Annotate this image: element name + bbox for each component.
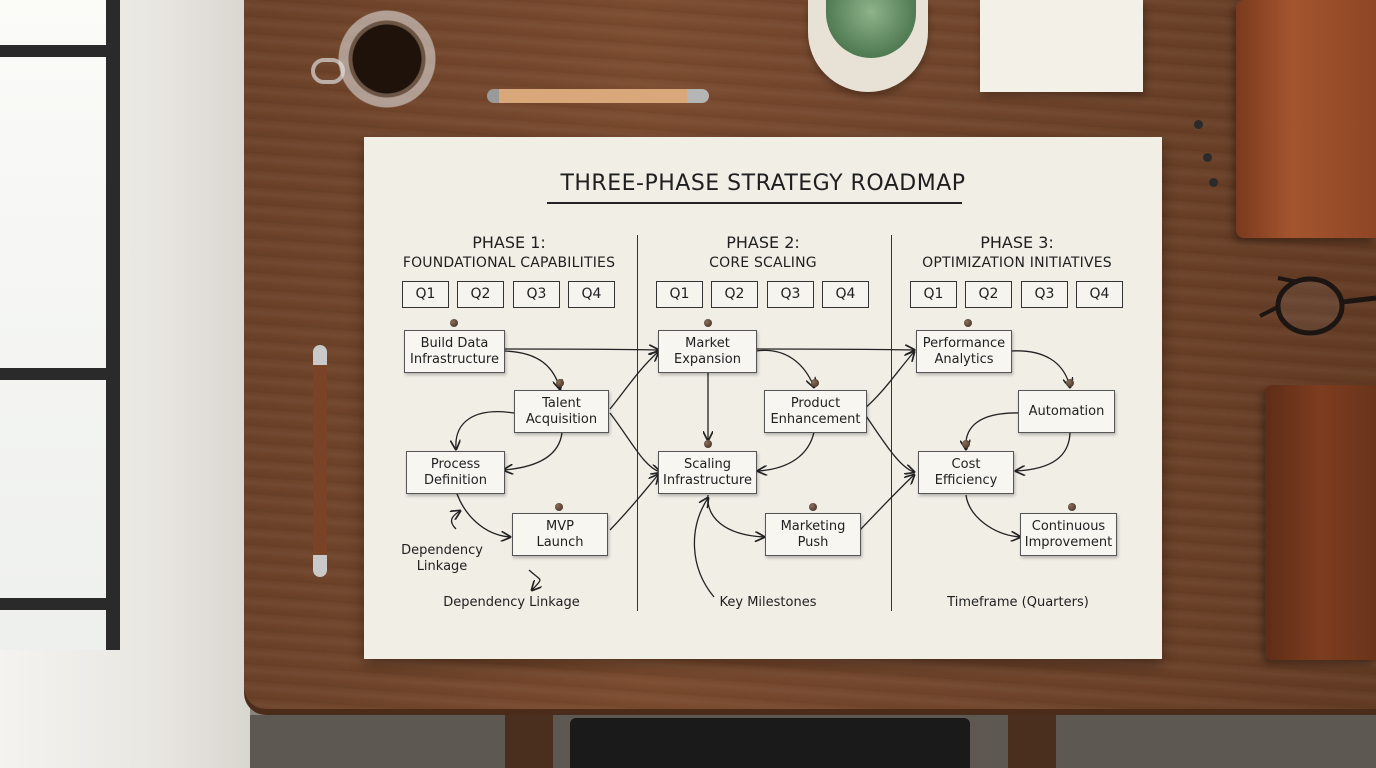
node-scaling-infrastructure: Scaling Infrastructure (658, 451, 757, 494)
node-automation: Automation (1018, 390, 1115, 433)
node-product-enhancement: Product Enhancement (764, 390, 867, 433)
pushpin-icon (555, 503, 563, 511)
window-frame (0, 0, 120, 650)
leather-journal (1236, 0, 1376, 238)
node-label: Infrastructure (663, 472, 752, 488)
thumbtack (1194, 120, 1203, 129)
node-label: Product (790, 395, 841, 411)
phase-3-number: PHASE 3: (980, 233, 1054, 252)
pushpin-icon (809, 503, 817, 511)
phase-1-quarter: Q3 (513, 281, 560, 308)
window-mullion (0, 368, 110, 380)
annotation-key-milestones: Key Milestones (719, 595, 817, 610)
eyeglasses (1259, 276, 1376, 336)
phase-2-name: CORE SCALING (709, 255, 817, 271)
phase-divider (637, 235, 638, 611)
title-underline (547, 202, 962, 204)
annotation-dependency-linkage: Dependency Linkage (443, 595, 580, 610)
phase-3-quarter: Q3 (1021, 281, 1068, 308)
phase-2-quarter: Q4 (822, 281, 869, 308)
node-label: Cost (951, 456, 981, 472)
phase-1-quarter: Q4 (568, 281, 615, 308)
node-label: Automation (1028, 403, 1105, 419)
annotation-line: Dependency (401, 543, 483, 558)
pushpin-icon (1068, 503, 1076, 511)
pushpin-icon (704, 319, 712, 327)
node-label: Talent (542, 395, 581, 411)
thumbtack (1209, 178, 1218, 187)
page-title: THREE-PHASE STRATEGY ROADMAP (560, 171, 966, 196)
node-label: Launch (536, 534, 584, 550)
annotation-timeframe: Timeframe (Quarters) (947, 595, 1089, 610)
phase-1-name: FOUNDATIONAL CAPABILITIES (402, 255, 616, 271)
node-market-expansion: Market Expansion (658, 330, 757, 373)
pushpin-icon (964, 319, 972, 327)
pushpin-icon (962, 440, 970, 448)
phase-2-quarter: Q2 (711, 281, 758, 308)
node-label: Acquisition (525, 411, 598, 427)
pencil (487, 89, 709, 103)
node-performance-analytics: Performance Analytics (916, 330, 1012, 373)
node-label: Performance (922, 335, 1006, 351)
node-label: Scaling (683, 456, 732, 472)
chair (570, 718, 970, 768)
node-label: Continuous (1031, 518, 1106, 534)
node-label: Expansion (674, 351, 741, 367)
phase-1-quarter: Q2 (457, 281, 504, 308)
pushpin-icon (556, 379, 564, 387)
phase-1-quarter: Q1 (402, 281, 449, 308)
phase-2-number: PHASE 2: (726, 233, 800, 252)
phase-3-quarter: Q4 (1076, 281, 1123, 308)
roadmap-sheet: THREE-PHASE STRATEGY ROADMAP PHASE 1: FO… (364, 137, 1162, 659)
node-label: Infrastructure (410, 351, 499, 367)
node-label: Improvement (1024, 534, 1113, 550)
pen (313, 345, 327, 577)
window-background (0, 0, 250, 768)
desk-leg (505, 715, 553, 768)
node-marketing-push: Marketing Push (765, 513, 861, 556)
node-label: Build Data (420, 335, 489, 351)
window-mullion (0, 598, 110, 610)
node-label: Push (797, 534, 829, 550)
notepad (980, 0, 1143, 92)
node-label: Enhancement (770, 411, 861, 427)
node-cost-efficiency: Cost Efficiency (918, 451, 1014, 494)
node-talent-acquisition: Talent Acquisition (514, 390, 609, 433)
coffee-mug (338, 10, 436, 108)
pushpin-icon (811, 379, 819, 387)
window-mullion (0, 45, 110, 57)
phase-3-name: OPTIMIZATION INITIATIVES (922, 255, 1112, 271)
node-label: Process (430, 456, 481, 472)
phase-2-header: PHASE 2: CORE SCALING (638, 233, 888, 273)
node-label: Definition (424, 472, 487, 488)
pushpin-icon (450, 319, 458, 327)
phase-1-header: PHASE 1: FOUNDATIONAL CAPABILITIES (384, 233, 634, 273)
phase-2-quarter: Q1 (656, 281, 703, 308)
phase-3-header: PHASE 3: OPTIMIZATION INITIATIVES (892, 233, 1142, 273)
leather-journal-lower (1265, 385, 1376, 660)
phase-1-number: PHASE 1: (472, 233, 546, 252)
node-build-data-infrastructure: Build Data Infrastructure (404, 330, 505, 373)
node-label: Market (685, 335, 730, 351)
node-label: Marketing (780, 518, 846, 534)
phase-divider (891, 235, 892, 611)
node-label: MVP (546, 518, 574, 534)
node-continuous-improvement: Continuous Improvement (1020, 513, 1117, 556)
node-label: Efficiency (934, 472, 998, 488)
thumbtack (1203, 153, 1212, 162)
node-process-definition: Process Definition (406, 451, 505, 494)
phase-3-quarter: Q2 (965, 281, 1012, 308)
desk-leg (1008, 715, 1056, 768)
node-label: Analytics (934, 351, 994, 367)
pushpin-icon (704, 440, 712, 448)
node-mvp-launch: MVP Launch (512, 513, 608, 556)
annotation-line: Linkage (416, 559, 468, 574)
phase-2-quarter: Q3 (767, 281, 814, 308)
phase-3-quarter: Q1 (910, 281, 957, 308)
pushpin-icon (1066, 379, 1074, 387)
annotation-dependency-linkage-small: Dependency Linkage (394, 543, 490, 575)
